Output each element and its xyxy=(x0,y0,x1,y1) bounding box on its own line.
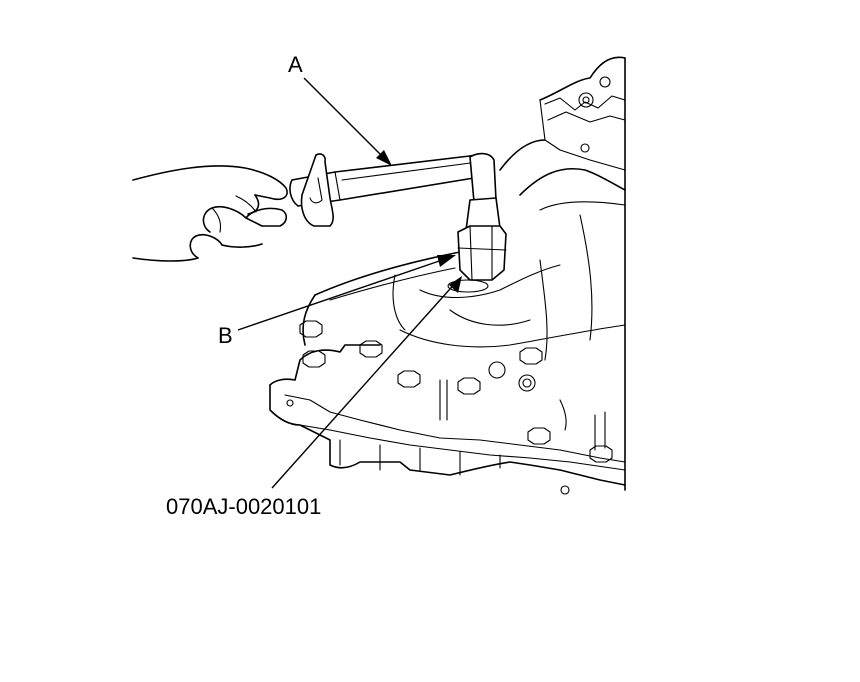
transmission-housing xyxy=(269,56,626,495)
leader-line-tool-number xyxy=(271,279,459,489)
arrowhead-b xyxy=(437,255,456,267)
leader-line-a xyxy=(303,77,389,163)
special-tool-wrench xyxy=(289,152,507,293)
hand-illustration xyxy=(132,165,288,262)
label-a: A xyxy=(288,52,303,77)
arrowhead-a xyxy=(376,150,392,166)
arrowhead-tool-number xyxy=(449,276,462,293)
label-tool-number: 070AJ-0020101 xyxy=(166,494,321,519)
label-b: B xyxy=(218,323,233,348)
leader-lines xyxy=(237,77,462,489)
leader-line-b xyxy=(237,257,449,331)
